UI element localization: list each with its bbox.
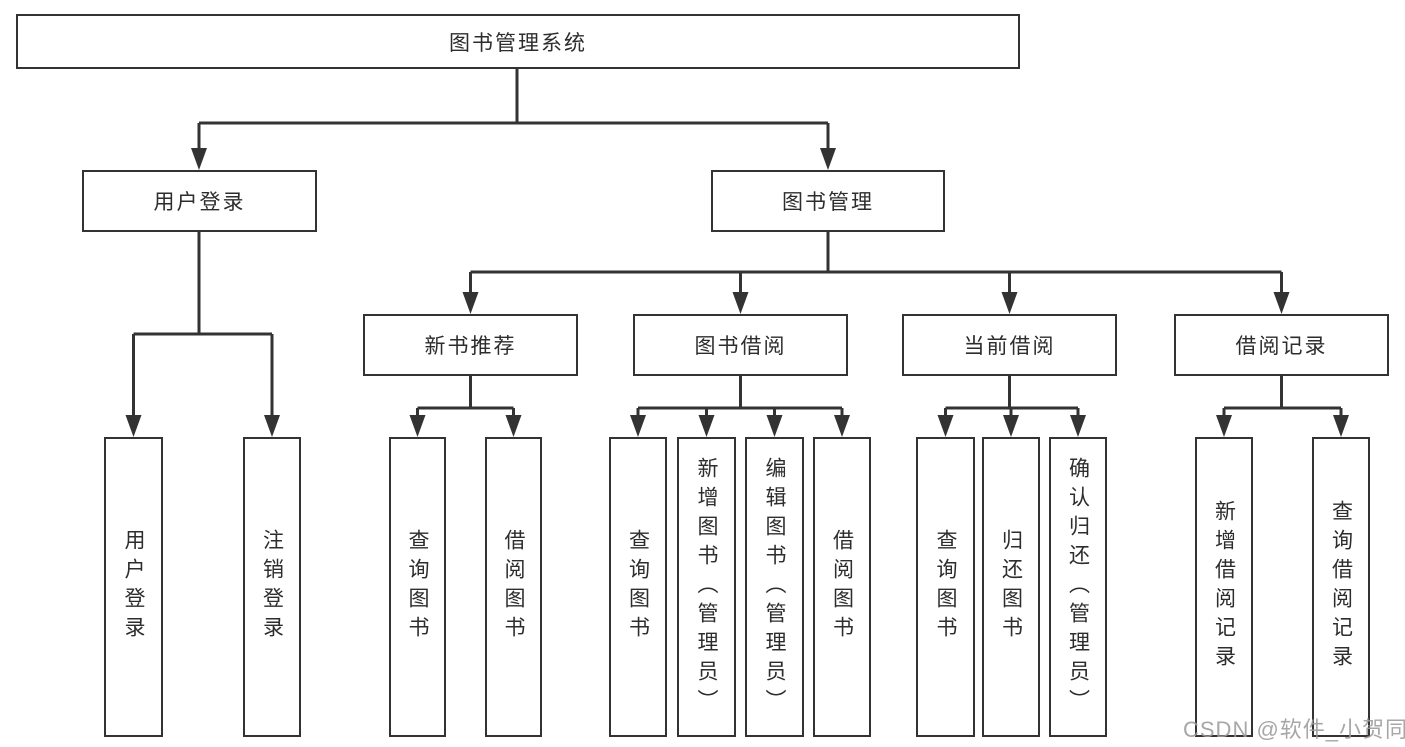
arrowhead <box>820 148 836 170</box>
node-leaf-user-login-label: 用户登录 <box>122 529 145 645</box>
node-bb-add-books: 新增图书（管理员） <box>677 437 736 737</box>
connector-book-mgmt-children <box>462 232 1290 314</box>
connector-current-borrow-children <box>937 376 1086 437</box>
node-borrow-records-label: 借阅记录 <box>1235 335 1328 358</box>
node-cb-return-books: 归还图书 <box>982 437 1040 737</box>
arrowhead <box>462 292 479 314</box>
node-cb-confirm-return-label: 确认归还（管理员） <box>1066 456 1090 718</box>
node-new-book-rec: 新书推荐 <box>363 314 578 376</box>
node-borrow-records: 借阅记录 <box>1174 314 1389 376</box>
node-cb-return-books-label: 归还图书 <box>999 529 1023 645</box>
arrowhead <box>937 415 954 437</box>
arrowhead <box>125 415 142 437</box>
node-bb-borrow-books-label: 借阅图书 <box>830 529 854 645</box>
node-leaf-logout-label: 注销登录 <box>260 529 284 645</box>
csdn-watermark: CSDN @软件_小贺同学 <box>1183 717 1405 742</box>
connector-user-login-children <box>125 232 280 437</box>
node-br-add-record-label: 新增借阅记录 <box>1212 500 1236 674</box>
node-rec-borrow-books-label: 借阅图书 <box>502 529 525 645</box>
arrowhead <box>630 415 646 437</box>
arrowhead <box>191 148 207 170</box>
node-bb-edit-books-label: 编辑图书（管理员） <box>763 456 786 718</box>
node-rec-borrow-books: 借阅图书 <box>485 437 542 737</box>
arrowhead <box>1333 415 1349 437</box>
node-new-book-rec-label: 新书推荐 <box>424 335 517 358</box>
node-user-login-label: 用户登录 <box>153 191 246 214</box>
node-leaf-user-login: 用户登录 <box>104 437 163 737</box>
node-br-query-record: 查询借阅记录 <box>1312 437 1370 737</box>
node-cb-query-books: 查询图书 <box>916 437 975 737</box>
node-current-borrow: 当前借阅 <box>902 314 1117 376</box>
arrowhead <box>766 415 783 437</box>
node-bb-query-books-label: 查询图书 <box>626 529 650 645</box>
node-book-borrow-label: 图书借阅 <box>694 335 787 358</box>
node-book-mgmt-label: 图书管理 <box>782 191 874 214</box>
arrowhead <box>1003 415 1019 437</box>
node-bb-add-books-label: 新增图书（管理员） <box>695 456 718 718</box>
connector-new-book-rec-children <box>409 376 522 437</box>
connector-root-to-level2 <box>191 69 836 170</box>
node-root: 图书管理系统 <box>16 14 1020 69</box>
arrowhead <box>505 415 522 437</box>
arrowhead <box>1273 292 1290 314</box>
node-leaf-logout: 注销登录 <box>243 437 301 737</box>
node-book-borrow: 图书借阅 <box>633 314 848 376</box>
arrowhead <box>1216 415 1232 437</box>
arrowhead <box>264 415 280 437</box>
arrowhead <box>834 415 850 437</box>
node-cb-confirm-return: 确认归还（管理员） <box>1049 437 1107 737</box>
node-cb-query-books-label: 查询图书 <box>934 529 957 645</box>
node-user-login: 用户登录 <box>82 170 317 232</box>
node-bb-edit-books: 编辑图书（管理员） <box>745 437 804 737</box>
arrowhead <box>1070 415 1086 437</box>
node-bb-query-books: 查询图书 <box>609 437 667 737</box>
arrowhead <box>1001 292 1018 314</box>
node-br-query-record-label: 查询借阅记录 <box>1329 500 1353 674</box>
connector-book-borrow-children <box>630 376 850 437</box>
arrowhead <box>409 415 426 437</box>
node-bb-borrow-books: 借阅图书 <box>813 437 871 737</box>
node-current-borrow-label: 当前借阅 <box>963 335 1056 358</box>
arrowhead <box>732 292 749 314</box>
node-book-mgmt: 图书管理 <box>711 170 945 232</box>
connector-borrow-records-children <box>1216 376 1349 437</box>
node-br-add-record: 新增借阅记录 <box>1195 437 1253 737</box>
node-rec-query-books-label: 查询图书 <box>406 529 429 645</box>
arrowhead <box>698 415 715 437</box>
node-rec-query-books: 查询图书 <box>389 437 446 737</box>
node-root-label: 图书管理系统 <box>449 31 587 55</box>
